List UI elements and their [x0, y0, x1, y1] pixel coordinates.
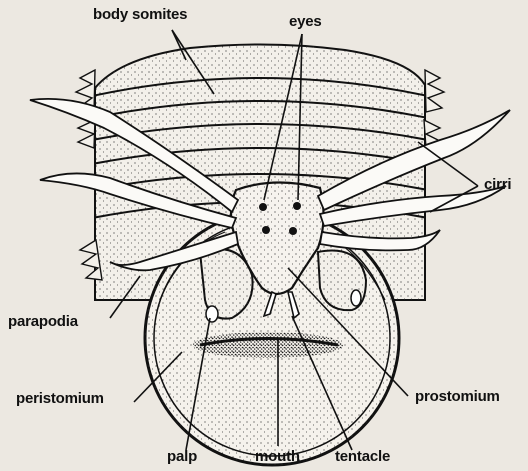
- label-parapodia: parapodia: [8, 313, 78, 330]
- label-prostomium: prostomium: [415, 388, 500, 405]
- label-peristomium: peristomium: [16, 390, 104, 407]
- label-cirri: cirri: [484, 176, 511, 193]
- label-tentacle: tentacle: [335, 448, 390, 465]
- label-palp: palp: [167, 448, 197, 465]
- label-mouth: mouth: [255, 448, 300, 465]
- label-eyes: eyes: [289, 13, 322, 30]
- label-body-somites: body somites: [93, 6, 187, 23]
- mouth: [193, 332, 343, 358]
